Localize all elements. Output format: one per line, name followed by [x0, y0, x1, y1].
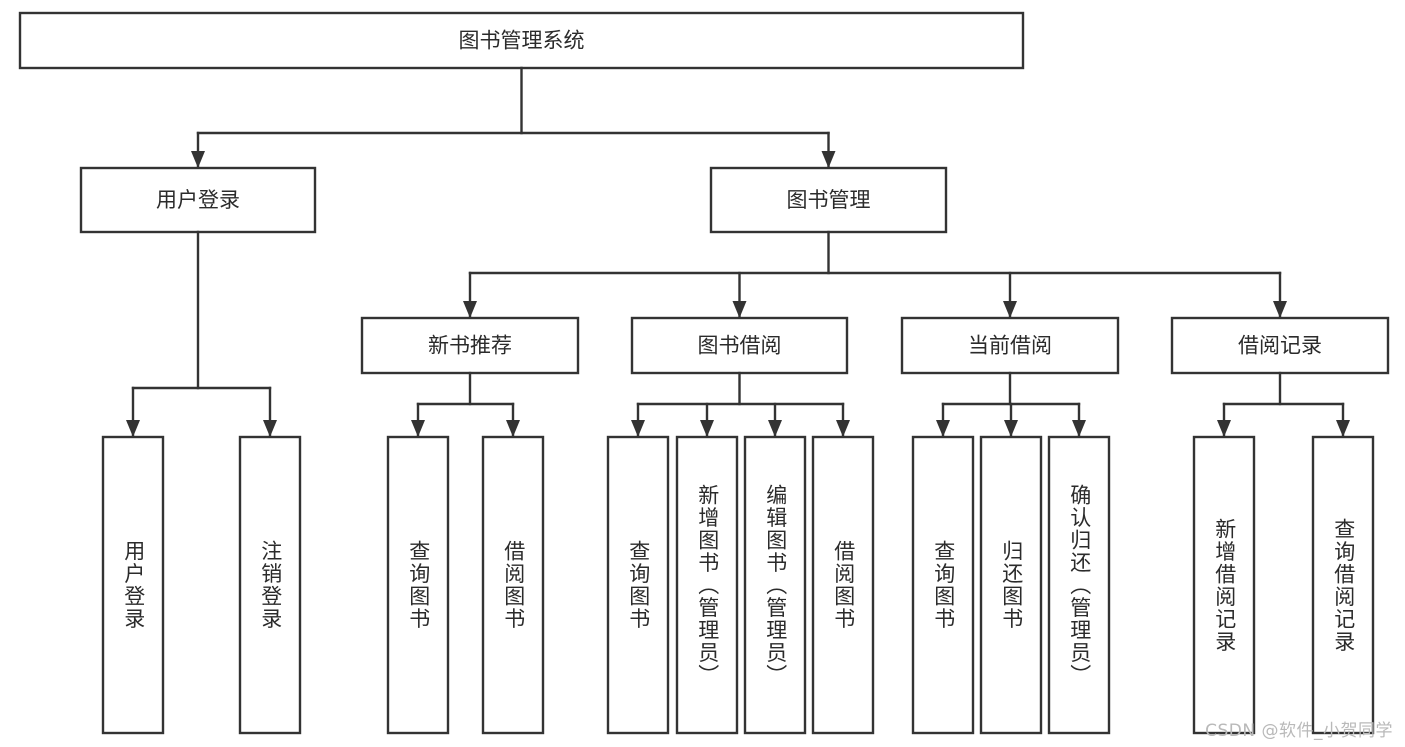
node-root[interactable]: [18, 11, 1025, 70]
node-label-new-book-recommend: 新书推荐: [428, 334, 512, 358]
node-query-book-2[interactable]: [606, 435, 670, 735]
arrow-head-cat-3-0: [1217, 420, 1231, 437]
node-box-borrow-book-2: [811, 435, 875, 735]
node-add-book-admin[interactable]: [675, 435, 739, 735]
node-label-query-borrow-record: 查询借阅记录: [1331, 517, 1356, 653]
node-label-user-login: 用户登录: [156, 188, 240, 212]
node-edit-book-admin[interactable]: [743, 435, 807, 735]
arrow-head-cat-1-2: [768, 420, 782, 437]
node-book-management[interactable]: [709, 166, 948, 234]
arrow-head-cat-1-1: [700, 420, 714, 437]
node-box-query-book-1: [386, 435, 450, 735]
node-label-user-login-do: 用户登录: [121, 540, 146, 630]
arrow-head-root-1: [821, 151, 836, 168]
node-box-add-book-admin: [675, 435, 739, 735]
node-label-borrow-book-1: 借阅图书: [501, 540, 526, 630]
arrow-head-cat-0-1: [506, 420, 520, 437]
node-query-book-3[interactable]: [911, 435, 975, 735]
arrow-head-cat-2-1: [1004, 420, 1018, 437]
node-query-borrow-record[interactable]: [1311, 435, 1375, 735]
arrow-head-cat-3-1: [1336, 420, 1350, 437]
arrow-head-root-0: [191, 151, 205, 168]
node-box-borrow-book-1: [481, 435, 545, 735]
node-current-borrow[interactable]: [900, 316, 1120, 375]
node-borrow-book-1[interactable]: [481, 435, 545, 735]
node-label-confirm-return-admin: 确认归还（管理员）: [1067, 483, 1092, 687]
node-label-query-book-2: 查询图书: [626, 540, 651, 630]
node-box-root: [18, 11, 1025, 70]
node-label-query-book-1: 查询图书: [406, 540, 431, 630]
node-user-login-do[interactable]: [101, 435, 165, 735]
node-label-add-borrow-record: 新增借阅记录: [1212, 517, 1237, 653]
node-label-borrow-record: 借阅记录: [1238, 334, 1322, 358]
node-box-query-book-3: [911, 435, 975, 735]
node-confirm-return-admin[interactable]: [1047, 435, 1111, 735]
arrow-head-cat-1-3: [836, 420, 850, 437]
node-query-book-1[interactable]: [386, 435, 450, 735]
node-label-edit-book-admin: 编辑图书（管理员）: [763, 483, 788, 687]
node-box-current-borrow: [900, 316, 1120, 375]
node-label-current-borrow: 当前借阅: [968, 334, 1052, 358]
arrow-head-cat-2-0: [936, 420, 950, 437]
arrow-head-user-login-0: [126, 420, 140, 437]
node-borrow-book-2[interactable]: [811, 435, 875, 735]
arrow-head-book-management-0: [463, 301, 477, 318]
arrow-head-book-management-3: [1273, 301, 1287, 318]
arrow-head-user-login-1: [263, 420, 277, 437]
arrow-head-cat-2-2: [1072, 420, 1086, 437]
node-box-query-book-2: [606, 435, 670, 735]
node-label-add-book-admin: 新增图书（管理员）: [695, 483, 720, 687]
node-box-return-book: [979, 435, 1043, 735]
arrow-head-book-management-1: [732, 301, 747, 318]
node-box-query-borrow-record: [1311, 435, 1375, 735]
node-box-confirm-return-admin: [1047, 435, 1111, 735]
arrow-head-book-management-2: [1003, 301, 1017, 318]
node-label-book-borrow: 图书借阅: [698, 334, 782, 358]
node-label-return-book: 归还图书: [999, 540, 1024, 630]
node-label-borrow-book-2: 借阅图书: [831, 540, 856, 630]
arrow-head-cat-0-0: [411, 420, 425, 437]
node-box-user-login-do: [101, 435, 165, 735]
arrow-head-cat-1-0: [631, 420, 645, 437]
node-label-book-management: 图书管理: [787, 188, 871, 212]
node-label-query-book-3: 查询图书: [931, 540, 956, 630]
node-label-root: 图书管理系统: [459, 29, 585, 53]
node-box-book-management: [709, 166, 948, 234]
node-label-user-logout: 注销登录: [258, 540, 283, 630]
node-box-edit-book-admin: [743, 435, 807, 735]
node-return-book[interactable]: [979, 435, 1043, 735]
